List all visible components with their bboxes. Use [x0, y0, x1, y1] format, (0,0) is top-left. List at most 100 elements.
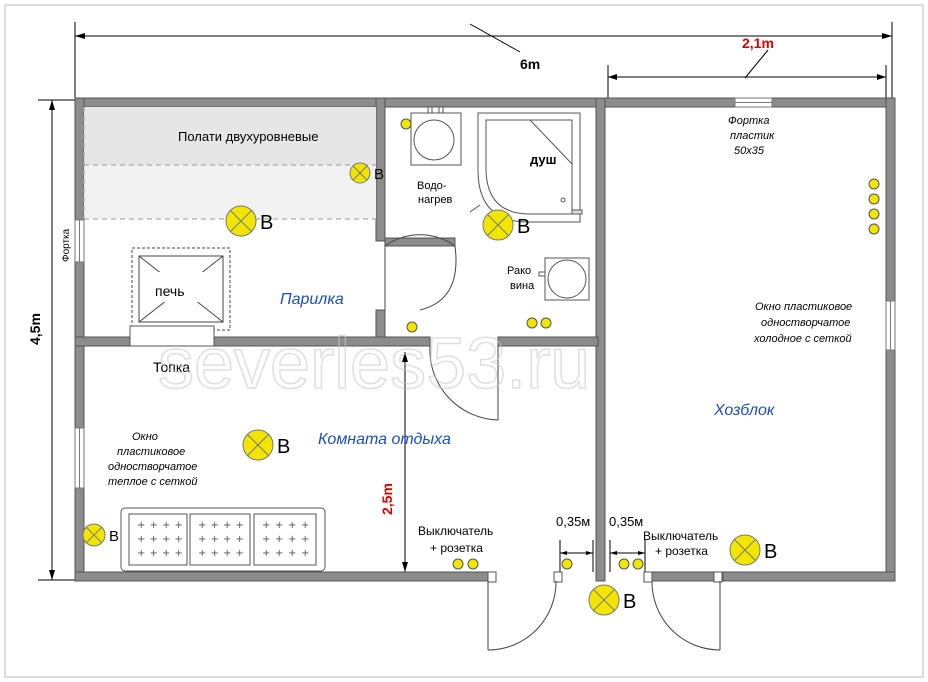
tuft-mark: + — [175, 520, 183, 531]
sink-label-1: Рако — [507, 265, 531, 277]
window-warm-left — [74, 427, 85, 489]
lamp-mark: B — [260, 212, 273, 234]
switch-left-label-2: + розетка — [430, 541, 483, 555]
window-cold-label-2: одностворчатое — [761, 317, 850, 329]
water-heater-label-1: Водо- — [417, 180, 447, 192]
watermark: severles53.ru — [158, 324, 590, 404]
shower-label: душ — [530, 152, 556, 167]
tuft-mark: + — [288, 520, 296, 531]
window-warm-label-2: пластиковое — [117, 446, 185, 458]
dim-inner-height: 2,5m — [379, 483, 395, 515]
tuft-mark: + — [275, 520, 283, 531]
tuft-mark: + — [223, 520, 231, 531]
tuft-mark: + — [275, 534, 283, 545]
tuft-mark: + — [288, 548, 296, 559]
tuft-mark: + — [275, 548, 283, 559]
lamp-icon: B — [588, 584, 636, 616]
sofa-tufting: ++++++++++++++++++++++++++++++++++++ — [137, 520, 309, 559]
tuft-mark: + — [175, 534, 183, 545]
tuft-mark: + — [236, 548, 244, 559]
sink-label-2: вина — [510, 280, 535, 292]
tuft-mark: + — [175, 548, 183, 559]
tuft-mark: + — [211, 548, 219, 559]
tuft-mark: + — [150, 534, 158, 545]
tuft-mark: + — [223, 534, 231, 545]
dim-total-width: 6m — [520, 56, 540, 72]
switch-left-label-1: Выключатель — [418, 524, 493, 538]
ceiling-lamps: B B B B B B B — [82, 162, 777, 616]
wall-fixtures — [400, 118, 880, 570]
lamp-icon: B — [349, 162, 384, 184]
lamp-mark: B — [517, 216, 530, 238]
vent-top-label-3: 50х35 — [734, 145, 765, 157]
lamp-icon: B — [242, 429, 290, 461]
shower-cabin — [469, 112, 583, 223]
tuft-mark: + — [236, 520, 244, 531]
window-vent-left — [74, 219, 85, 263]
tuft-mark: + — [162, 548, 170, 559]
water-heater-label-2: нагрев — [418, 194, 452, 206]
water-heater — [410, 106, 462, 166]
dim-socket-right: 0,35м — [609, 514, 643, 529]
tuft-mark: + — [301, 534, 309, 545]
window-warm-label-4: теплое с сеткой — [108, 476, 197, 488]
room-utility: Хозблок — [713, 402, 776, 419]
stove-label: печь — [155, 283, 185, 299]
lamp-mark: B — [374, 166, 384, 183]
tuft-mark: + — [301, 520, 309, 531]
room-rest: Комната отдыха — [318, 431, 451, 448]
firebox-label: Топка — [153, 359, 190, 375]
sofa — [120, 507, 326, 572]
walls — [74, 97, 896, 582]
window-warm-label-3: одностворчатое — [108, 461, 197, 473]
lamp-mark: B — [623, 591, 636, 613]
tuft-mark: + — [198, 520, 206, 531]
lamp-icon: B — [225, 205, 273, 237]
tuft-mark: + — [137, 520, 145, 531]
tuft-mark: + — [137, 534, 145, 545]
openings — [487, 571, 723, 583]
lamp-mark: B — [109, 528, 119, 545]
tuft-mark: + — [236, 534, 244, 545]
tuft-mark: + — [301, 548, 309, 559]
tuft-mark: + — [262, 534, 270, 545]
lamp-mark: B — [277, 436, 290, 458]
dimension-lines — [38, 22, 893, 581]
vent-top-label-1: Фортка — [728, 115, 769, 127]
tuft-mark: + — [150, 520, 158, 531]
dim-annex-width: 2,1m — [742, 35, 774, 51]
tuft-mark: + — [262, 520, 270, 531]
vent-left-label: Фортка — [61, 228, 72, 262]
doors — [384, 234, 721, 651]
tuft-mark: + — [211, 520, 219, 531]
dimension-arrows — [49, 33, 892, 580]
tuft-mark: + — [198, 534, 206, 545]
tuft-mark: + — [162, 520, 170, 531]
sink — [538, 257, 590, 301]
tuft-mark: + — [262, 548, 270, 559]
lamp-icon: B — [482, 209, 530, 241]
lamp-icon: B — [729, 534, 777, 566]
room-steam: Парилка — [280, 291, 344, 308]
switch-right-label-1: Выключатель — [643, 529, 718, 543]
lamp-icon: B — [82, 523, 119, 547]
window-cold-label-3: холодное с сеткой — [753, 333, 852, 345]
window-cold-label-1: Окно пластиковое — [755, 301, 852, 313]
tuft-mark: + — [198, 548, 206, 559]
tuft-mark: + — [162, 534, 170, 545]
dim-socket-left: 0,35м — [556, 514, 590, 529]
shelves-label: Полати двухуровневые — [178, 129, 318, 144]
window-warm-label-1: Окно — [132, 431, 158, 443]
tuft-mark: + — [223, 548, 231, 559]
vent-top-label-2: пластик — [730, 130, 775, 142]
stove — [129, 247, 231, 347]
tuft-mark: + — [211, 534, 219, 545]
dim-height: 4,5m — [27, 313, 43, 345]
shelves — [83, 107, 376, 220]
switch-right-label-2: + розетка — [655, 544, 708, 558]
window-cold-right — [885, 300, 896, 351]
tuft-mark: + — [137, 548, 145, 559]
tuft-mark: + — [288, 534, 296, 545]
vent-top-right — [734, 97, 773, 108]
